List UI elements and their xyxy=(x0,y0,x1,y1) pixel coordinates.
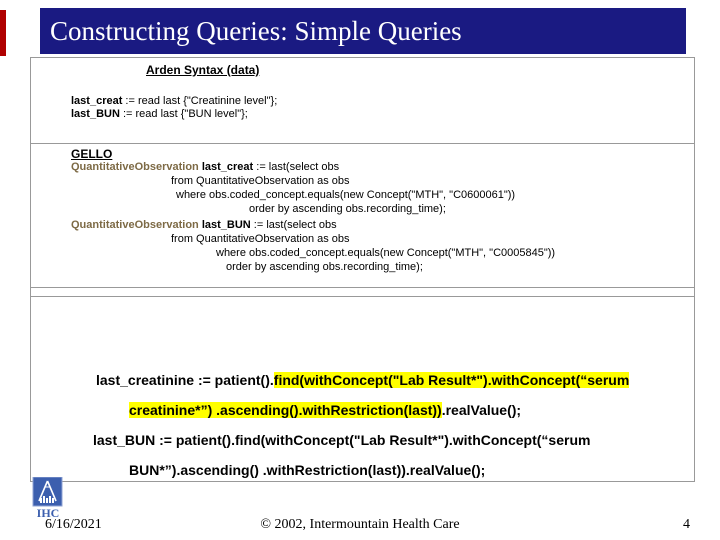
variable-name: last_BUN xyxy=(71,108,120,120)
expression-line: creatinine*”) .ascending().withRestricti… xyxy=(129,402,521,418)
footer-copyright: © 2002, Intermountain Health Care xyxy=(260,517,460,532)
variable-name: last_creat xyxy=(198,161,254,173)
expression-line: last_creatinine := patient().find(withCo… xyxy=(96,372,630,388)
code-text: := last(select obs xyxy=(250,219,337,231)
code-text: := last(select obs xyxy=(253,161,340,173)
logo-text: IHC xyxy=(37,506,60,519)
gello-section: GELLO QuantitativeObservation last_creat… xyxy=(31,144,694,288)
expression-line: BUN*”).ascending() .withRestriction(last… xyxy=(129,462,486,478)
expression-line: last_BUN := patient().find(withConcept("… xyxy=(93,432,591,448)
arden-heading: Arden Syntax (data) xyxy=(146,63,260,77)
type-keyword: QuantitativeObservation xyxy=(71,219,199,231)
footer-date: 6/16/2021 xyxy=(45,517,102,532)
code-text: .realValue(); xyxy=(441,402,522,418)
highlight-segment: creatinine*”) .ascending().withRestricti… xyxy=(129,402,442,418)
gello-code-line: from QuantitativeObservation as obs xyxy=(171,233,350,245)
ihc-logo-icon: IHC xyxy=(32,476,63,520)
content-box: Arden Syntax (data) last_creat := read l… xyxy=(30,57,695,482)
gello-heading: GELLO xyxy=(71,147,113,161)
red-accent-bar xyxy=(0,10,6,56)
arden-code-line: last_creat := read last {"Creatinine lev… xyxy=(71,95,277,109)
gello-code-line: from QuantitativeObservation as obs xyxy=(171,175,350,187)
type-keyword: QuantitativeObservation xyxy=(71,161,199,173)
code-text: last_creatinine := patient(). xyxy=(96,372,274,388)
gello-code-line: order by ascending obs.recording_time); xyxy=(249,203,446,215)
arden-section: Arden Syntax (data) last_creat := read l… xyxy=(31,58,694,144)
gello-code-line: where obs.coded_concept.equals(new Conce… xyxy=(216,247,556,259)
arden-code-line: last_BUN := read last {"BUN level"}; xyxy=(71,108,248,122)
title-bar: Constructing Queries: Simple Queries xyxy=(40,8,686,54)
code-text: := read last {"Creatinine level"}; xyxy=(122,95,278,107)
gello-code-line: QuantitativeObservation last_BUN := last… xyxy=(71,219,337,233)
page-number: 4 xyxy=(683,517,690,532)
variable-name: last_creat xyxy=(71,95,123,107)
gello-code-line: order by ascending obs.recording_time); xyxy=(226,261,423,273)
gello-code-line: QuantitativeObservation last_creat := la… xyxy=(71,161,339,175)
page-title: Constructing Queries: Simple Queries xyxy=(50,16,462,46)
expression-section: last_creatinine := patient().find(withCo… xyxy=(31,296,694,481)
ihc-logo: IHC xyxy=(32,476,64,524)
gello-code-line: where obs.coded_concept.equals(new Conce… xyxy=(176,189,516,201)
highlight-segment: find(withConcept("Lab Result*").withConc… xyxy=(273,372,630,388)
code-text: := read last {"BUN level"}; xyxy=(119,108,248,120)
variable-name: last_BUN xyxy=(198,219,251,231)
